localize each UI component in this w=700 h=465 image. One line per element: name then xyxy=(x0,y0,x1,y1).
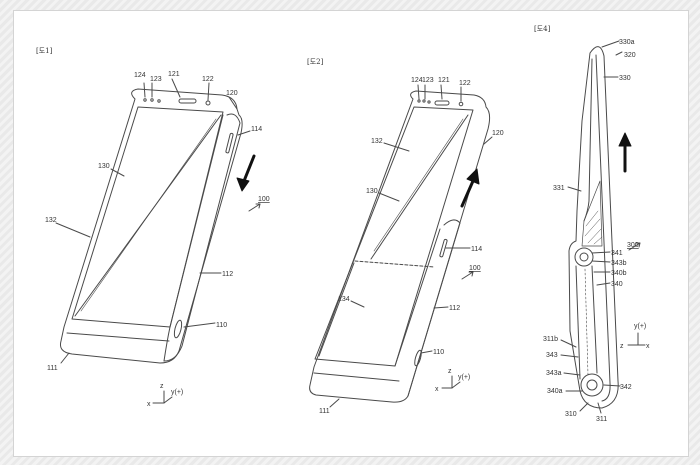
fig4-axis-y: y(+) xyxy=(634,323,646,330)
fig4-label: 343a xyxy=(546,370,562,377)
fig2-outer-body xyxy=(309,90,491,403)
fig4-display-layer xyxy=(595,54,611,402)
fig1-axis-z: z xyxy=(160,383,164,390)
fig1-label: 114 xyxy=(251,126,262,133)
fig1-speaker xyxy=(178,98,197,104)
fig4-label: 340b xyxy=(611,270,627,277)
fig4-label: 343 xyxy=(546,352,558,359)
fig2-label: 121 xyxy=(438,77,450,84)
fig1-slide-arrow xyxy=(242,154,256,183)
figure-1-phone xyxy=(55,78,261,404)
fig4-label: 342 xyxy=(620,384,632,391)
fig1-label: 130 xyxy=(98,163,110,170)
fig2-label: 100 xyxy=(469,265,481,272)
figure-2-phone xyxy=(309,84,493,408)
fig4-label: 340a xyxy=(547,388,563,395)
fig1-axis-x: x xyxy=(147,401,151,408)
fig2-label: 134 xyxy=(338,296,350,303)
fig1-label: 120 xyxy=(226,90,238,97)
fig1-label: 100 xyxy=(258,196,270,203)
figure-4-title: [도4] xyxy=(534,25,551,33)
fig2-label: 122 xyxy=(459,80,471,87)
fig1-label: 121 xyxy=(168,71,180,78)
fig1-label: 122 xyxy=(202,76,214,83)
fig2-slide-arrow xyxy=(460,179,475,208)
fig4-label: 330a xyxy=(619,39,635,46)
fig2-axis-x: x xyxy=(435,386,439,393)
figure-2-title: [도2] xyxy=(307,58,324,66)
fig4-label: 311 xyxy=(596,416,607,423)
fig4-label: 330 xyxy=(619,75,631,82)
fig1-outer-body xyxy=(60,88,243,364)
fig1-axis-y: y(+) xyxy=(171,389,183,396)
patent-sheet: [도1] [도2] [도4] xyxy=(13,10,689,457)
fig2-label: 130 xyxy=(366,188,378,195)
fig2-label: 123 xyxy=(422,77,434,84)
fig4-axis-x: x xyxy=(646,343,650,350)
fig2-label: 110 xyxy=(433,349,444,356)
fig4-outer-shell xyxy=(568,46,619,409)
fig2-axis-y: y(+) xyxy=(458,374,470,381)
fig4-label: 331 xyxy=(553,185,565,192)
fig2-label: 114 xyxy=(471,246,482,253)
figure-1-title: [도1] xyxy=(36,47,53,55)
fig4-label: 340 xyxy=(611,281,623,288)
fig4-label: 311b xyxy=(543,336,558,343)
fig1-label: 111 xyxy=(47,365,58,372)
fig4-lower-roller xyxy=(580,373,604,397)
fig2-label: 120 xyxy=(492,130,504,137)
fig1-sensor-124 xyxy=(143,98,147,102)
fig1-label: 124 xyxy=(134,72,146,79)
fig1-side-button xyxy=(225,132,234,154)
figure-4-cross-section xyxy=(560,40,646,414)
fig1-label: 132 xyxy=(45,217,57,224)
fig2-axis-z: z xyxy=(448,368,452,375)
fig1-side-rail xyxy=(163,113,241,362)
fig1-camera xyxy=(205,100,211,106)
fig4-label: 343b xyxy=(611,260,627,267)
fig4-axis-z: z xyxy=(620,343,624,350)
fig2-label: 124 xyxy=(411,77,423,84)
fig2-label: 111 xyxy=(319,408,330,415)
fig2-extension-line xyxy=(354,260,435,268)
fig4-upper-roller xyxy=(574,247,594,267)
fig1-label: 112 xyxy=(222,271,233,278)
fig1-bottom-button xyxy=(173,319,183,339)
fig2-label: 112 xyxy=(449,305,460,312)
fig2-label: 132 xyxy=(371,138,383,145)
fig4-label: 320 xyxy=(624,52,636,59)
fig4-label: 300 xyxy=(627,242,639,249)
fig1-label: 123 xyxy=(150,76,162,83)
fig4-hatched-body xyxy=(581,180,603,247)
fig4-label: 341 xyxy=(611,250,623,257)
fig2-lower-housing xyxy=(407,219,461,397)
fig4-label: 310 xyxy=(565,411,577,418)
fig1-label: 110 xyxy=(216,322,227,329)
patent-drawing: 124 123 121 122 120 114 130 100 132 112 … xyxy=(45,39,650,423)
